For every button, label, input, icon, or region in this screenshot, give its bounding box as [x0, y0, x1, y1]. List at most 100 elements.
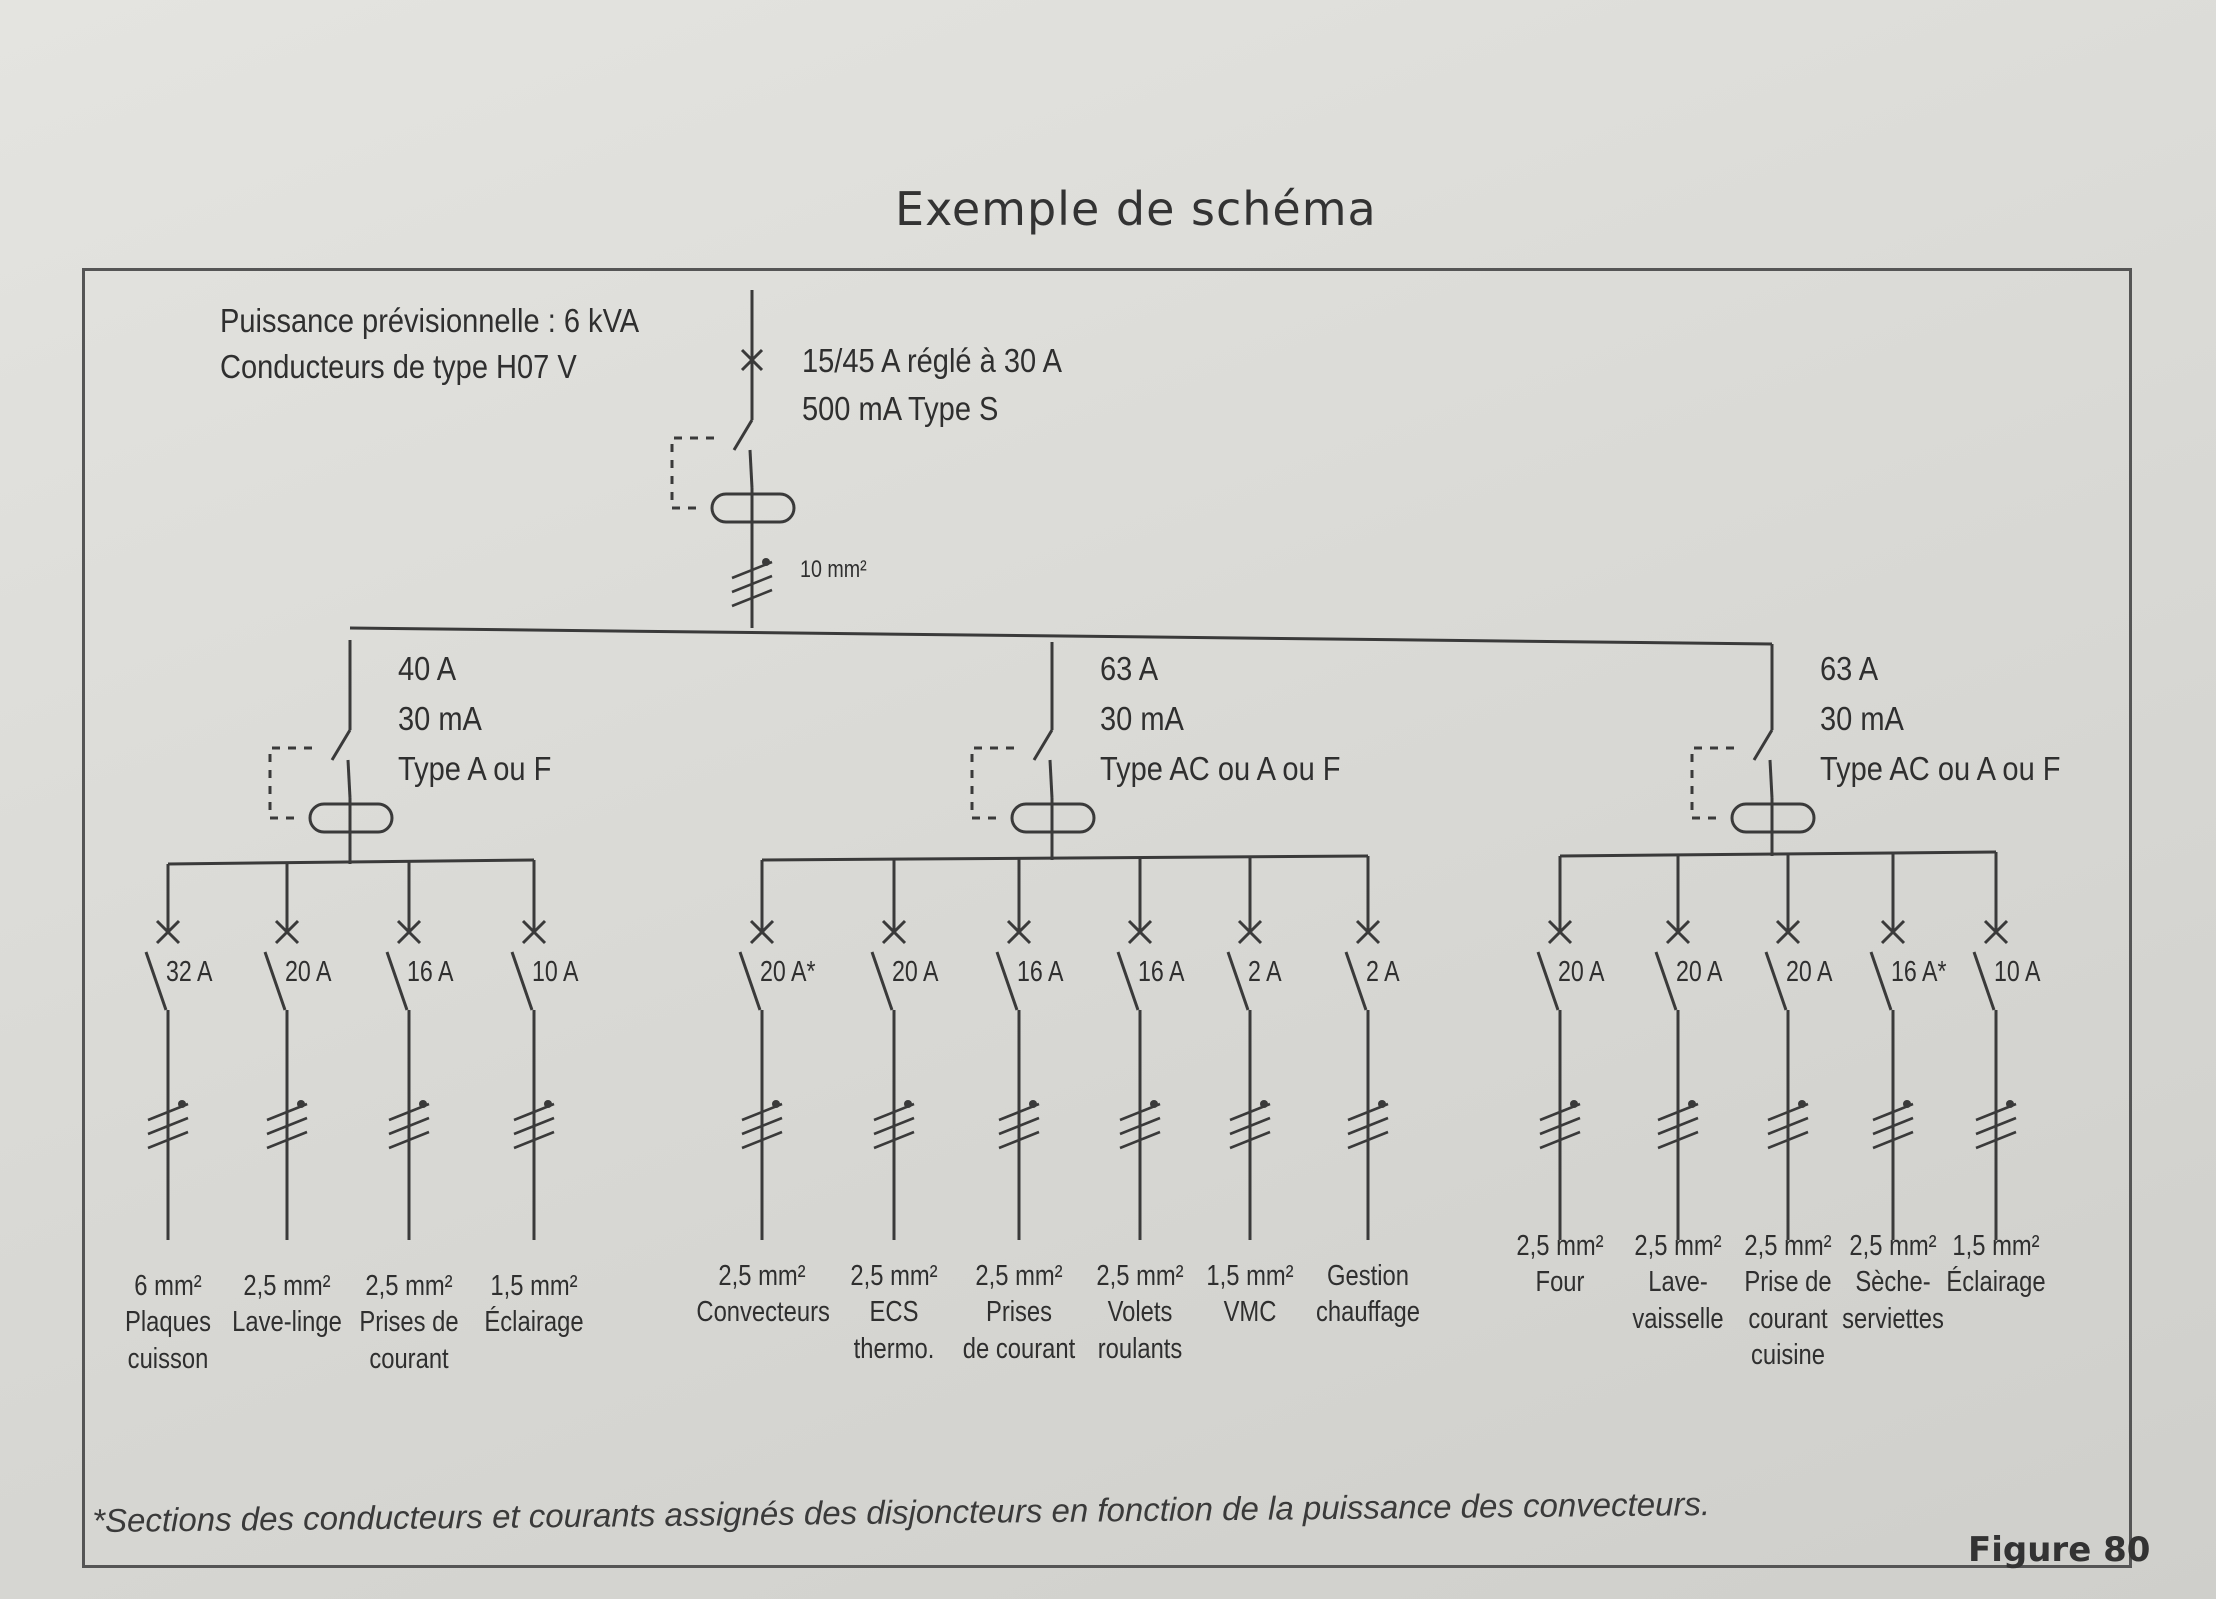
group-rating-1: 40 A	[398, 650, 457, 687]
circuit-breaker-cross	[1775, 919, 1801, 945]
circuit-section-symbol	[1688, 1100, 1696, 1108]
group-rcd-3	[1690, 746, 1734, 820]
group-rcd-2	[970, 746, 1014, 820]
group-busbar-2	[761, 854, 1369, 862]
circuit-label: 2,5 mm² Four	[1516, 1230, 1604, 1299]
circuit-breaker-rating: 2 A	[1366, 956, 1400, 988]
circuit-breaker-cross	[1127, 919, 1153, 945]
circuit-section-symbol	[1570, 1100, 1578, 1108]
group-rcd-1	[268, 746, 312, 820]
circuit-breaker-rating: 10 A	[532, 956, 579, 988]
circuit-section-symbol	[544, 1100, 552, 1108]
figure-label: Figure 80	[1968, 1530, 2151, 1570]
circuit-section-symbol	[1539, 1116, 1581, 1136]
circuit-contact	[1869, 951, 1893, 1011]
circuit-section-symbol	[297, 1100, 305, 1108]
circuit-contact	[1226, 951, 1250, 1011]
circuit-label: 2,5 mm² Prises de courant	[962, 1260, 1076, 1365]
circuit-breaker-rating: 20 A	[285, 956, 332, 988]
main-busbar	[349, 626, 1773, 646]
circuit-breaker-cross	[396, 919, 422, 945]
circuit-section-symbol	[1229, 1130, 1271, 1150]
circuit-contact	[1972, 951, 1996, 1011]
circuit-section-symbol	[1029, 1100, 1037, 1108]
circuit-contact	[870, 951, 894, 1011]
circuit-breaker-cross	[1237, 919, 1263, 945]
circuit-label: 2,5 mm² Prises de courant	[359, 1270, 459, 1375]
circuit-breaker-rating: 16 A	[407, 956, 454, 988]
circuit-section-symbol	[1767, 1130, 1809, 1150]
circuit-contact	[263, 951, 287, 1011]
circuit-breaker-rating: 2 A	[1248, 956, 1282, 988]
circuit-contact	[995, 951, 1019, 1011]
circuit-label: 1,5 mm² VMC	[1206, 1260, 1294, 1329]
circuit-breaker-rating: 20 A*	[760, 956, 816, 988]
circuit-label: 2,5 mm² Lave-linge	[232, 1270, 342, 1339]
circuit-contact	[385, 951, 409, 1011]
circuit-section-symbol	[1903, 1100, 1911, 1108]
circuit-section-symbol	[266, 1130, 308, 1150]
circuit-section-symbol	[1260, 1100, 1268, 1108]
main-rcd	[732, 419, 754, 451]
circuit-section-symbol	[1657, 1130, 1699, 1150]
circuit-breaker-rating: 16 A	[1017, 956, 1064, 988]
circuit-label: 2,5 mm² Prise de courant cuisine	[1744, 1230, 1832, 1371]
circuit-label: 1,5 mm² Éclairage	[1946, 1230, 2046, 1299]
circuit-label: 1,5 mm² Éclairage	[484, 1270, 584, 1339]
circuit-section-symbol	[419, 1100, 427, 1108]
circuit-breaker-cross	[1983, 919, 2009, 945]
circuit-breaker-cross	[521, 919, 547, 945]
power-estimate: Puissance prévisionnelle : 6 kVA	[220, 302, 640, 339]
circuit-label: 2,5 mm² Sèche- serviettes	[1842, 1230, 1944, 1335]
circuit-section-symbol	[513, 1130, 555, 1150]
diagram-title: Exemple de schéma	[895, 182, 1377, 236]
circuit-section-symbol	[266, 1116, 308, 1136]
conductor-type: Conducteurs de type H07 V	[220, 348, 577, 385]
circuit-section-symbol	[998, 1116, 1040, 1136]
group-rcd-2	[1010, 802, 1096, 834]
circuit-section-symbol	[873, 1130, 915, 1150]
circuit-breaker-rating: 32 A	[166, 956, 213, 988]
group-rcd-1	[308, 802, 394, 834]
circuit-label: 2,5 mm² ECS thermo.	[850, 1260, 938, 1365]
circuit-contact	[144, 951, 168, 1011]
circuit-section-symbol	[998, 1130, 1040, 1150]
main-section: 10 mm²	[800, 556, 867, 583]
circuit-section-symbol	[741, 1116, 783, 1136]
circuit-breaker-rating: 20 A	[892, 956, 939, 988]
circuit-section-symbol	[1872, 1130, 1914, 1150]
main-section-symbol	[731, 574, 773, 594]
circuit-section-symbol	[388, 1116, 430, 1136]
circuit-label: 2,5 mm² Volets roulants	[1096, 1260, 1184, 1365]
circuit-breaker-rating: 16 A*	[1891, 956, 1947, 988]
circuit-contact	[510, 951, 534, 1011]
circuit-breaker-cross	[749, 919, 775, 945]
circuit-contact	[1654, 951, 1678, 1011]
circuit-contact	[1344, 951, 1368, 1011]
circuit-section-symbol	[1229, 1116, 1271, 1136]
main-breaker-rating: 15/45 A réglé à 30 A	[802, 342, 1062, 379]
circuit-breaker-cross	[1665, 919, 1691, 945]
circuit-section-symbol	[741, 1130, 783, 1150]
group-sensitivity-1: 30 mA	[398, 700, 482, 737]
group-rating-3: 63 A	[1820, 650, 1879, 687]
group-rcd-3	[1752, 729, 1774, 761]
circuit-section-symbol	[772, 1100, 780, 1108]
circuit-breaker-rating: 20 A	[1786, 956, 1833, 988]
group-type-3: Type AC ou A ou F	[1820, 750, 2061, 787]
group-rcd-1	[346, 759, 352, 799]
circuit-section-symbol	[1119, 1116, 1161, 1136]
circuit-label: 6 mm² Plaques cuisson	[125, 1270, 211, 1375]
circuit-contact	[1764, 951, 1788, 1011]
circuit-label: 2,5 mm² Convecteurs	[696, 1260, 830, 1329]
group-rcd-3	[1768, 759, 1774, 799]
circuit-breaker-cross	[155, 919, 181, 945]
circuit-breaker-rating: 16 A	[1138, 956, 1185, 988]
circuit-section-symbol	[1872, 1116, 1914, 1136]
main-rcd	[670, 436, 714, 510]
circuit-breaker-cross	[881, 919, 907, 945]
group-rcd-2	[1032, 729, 1054, 761]
circuit-label: 2,5 mm² Lave- vaisselle	[1632, 1230, 1724, 1335]
group-busbar-3	[1559, 850, 1997, 858]
group-sensitivity-2: 30 mA	[1100, 700, 1184, 737]
